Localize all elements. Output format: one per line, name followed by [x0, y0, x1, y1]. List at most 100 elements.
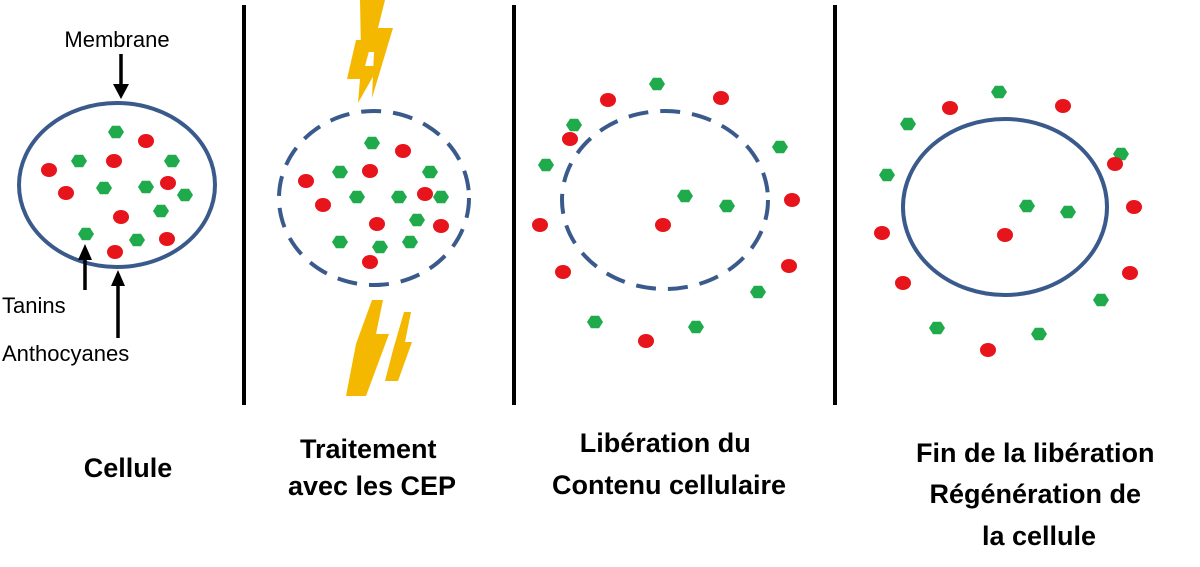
anthocyanin-molecule: [895, 276, 911, 290]
anthocyanin-arrow: [111, 270, 125, 338]
caption-treatment-line-1: Traitement: [300, 434, 437, 464]
caption-release: Libération du Contenu cellulaire: [552, 428, 786, 500]
anthocyanin-molecule: [298, 174, 314, 188]
tannin-molecule: [991, 85, 1007, 99]
tannin-molecule: [364, 136, 380, 150]
tannin-molecule: [138, 180, 154, 194]
lightning-bolt-icon: [360, 0, 393, 98]
lightning-bolts-bottom: [346, 300, 412, 396]
cell-membrane-dashed: [277, 109, 471, 287]
caption-release-line-1: Libération du: [580, 428, 751, 458]
anthocyanin-molecule: [1055, 99, 1071, 113]
anthocyanin-molecule: [1122, 266, 1138, 280]
anthocyanin-molecule: [107, 245, 123, 259]
anthocyanin-molecule: [638, 334, 654, 348]
anthocyanin-molecule: [58, 186, 74, 200]
tannin-molecule: [349, 190, 365, 204]
tannin-molecule: [332, 235, 348, 249]
tannin-molecule: [688, 320, 704, 334]
tannin-arrow: [78, 244, 92, 290]
anthocyanin-molecule: [138, 134, 154, 148]
tannin-molecule: [566, 118, 582, 132]
anthocyanin-molecule: [562, 132, 578, 146]
lightning-bolt-icon: [346, 300, 389, 396]
tannin-molecule: [422, 165, 438, 179]
anthocyanin-molecule: [160, 176, 176, 190]
caption-regeneration-line-3: la cellule: [982, 521, 1096, 551]
caption-regeneration-line-2: Régénération de: [929, 479, 1141, 509]
tannin-molecule: [750, 285, 766, 299]
tannins-label: Tanins: [2, 293, 66, 318]
lightning-bolt-icon: [347, 40, 379, 103]
treatment-molecules: [298, 136, 449, 269]
panel-dividers: [242, 5, 837, 405]
anthocyanin-molecule: [106, 154, 122, 168]
tannin-molecule: [879, 168, 895, 182]
caption-release-line-2: Contenu cellulaire: [552, 470, 786, 500]
tannin-molecule: [433, 190, 449, 204]
panel-regeneration: Fin de la libération Régénération de la …: [874, 85, 1162, 551]
anthocyanin-molecule: [417, 187, 433, 201]
anthocyanin-molecule: [113, 210, 129, 224]
tannin-molecule: [372, 240, 388, 254]
tannin-molecule: [409, 213, 425, 227]
anthocyanin-molecule: [369, 217, 385, 231]
anthocyanin-molecule: [784, 193, 800, 207]
release-molecules: [532, 77, 800, 348]
tannin-molecule: [108, 125, 124, 139]
anthocyanin-molecule: [1126, 200, 1142, 214]
cell-membrane-dashed: [560, 109, 770, 291]
caption-cell-line-1: Cellule: [84, 453, 173, 483]
cell-molecules: [41, 125, 193, 259]
membrane-arrow: [113, 54, 129, 99]
tannin-molecule: [1113, 147, 1129, 161]
lightning-bolt-icon: [385, 312, 412, 381]
caption-regeneration-line-1: Fin de la libération: [916, 438, 1155, 468]
cell-membrane: [17, 101, 217, 269]
tannin-molecule: [1060, 205, 1076, 219]
tannin-molecule: [78, 227, 94, 241]
anthocyanin-molecule: [1107, 157, 1123, 171]
anthocyanin-molecule: [781, 259, 797, 273]
tannin-molecule: [332, 165, 348, 179]
anthocyanin-molecule: [362, 255, 378, 269]
tannin-molecule: [164, 154, 180, 168]
caption-treatment-line-2: avec les CEP: [288, 471, 456, 501]
lightning-bolts-top: [347, 0, 393, 103]
anthocyanin-molecule: [997, 228, 1013, 242]
tannin-molecule: [929, 321, 945, 335]
tannin-molecule: [900, 117, 916, 131]
caption-treatment: Traitement avec les CEP: [288, 434, 456, 501]
tannin-molecule: [402, 235, 418, 249]
tannin-molecule: [391, 190, 407, 204]
panel-cell: Membrane Tanins Anthocyanes Cellule: [2, 27, 217, 483]
regeneration-molecules: [874, 85, 1142, 357]
tannin-molecule: [129, 233, 145, 247]
anthocyanin-molecule: [942, 101, 958, 115]
tannin-molecule: [153, 204, 169, 218]
anthocyanin-molecule: [433, 219, 449, 233]
anthocyanin-molecule: [980, 343, 996, 357]
membrane-label: Membrane: [64, 27, 169, 52]
anthocyanin-molecule: [41, 163, 57, 177]
tannin-molecule: [677, 189, 693, 203]
tannin-molecule: [71, 154, 87, 168]
anthocyanin-molecule: [159, 232, 175, 246]
caption-cell: Cellule: [84, 453, 173, 483]
tannin-molecule: [96, 181, 112, 195]
tannin-molecule: [1019, 199, 1035, 213]
anthocyanin-molecule: [655, 218, 671, 232]
tannin-molecule: [1093, 293, 1109, 307]
anthocyanin-molecule: [395, 144, 411, 158]
anthocyanin-molecule: [362, 164, 378, 178]
caption-regeneration: Fin de la libération Régénération de la …: [916, 438, 1162, 551]
anthocyanin-molecule: [874, 226, 890, 240]
anthocyanin-molecule: [555, 265, 571, 279]
panel-treatment: Traitement avec les CEP: [277, 0, 471, 501]
tannin-molecule: [719, 199, 735, 213]
anthocyanin-molecule: [713, 91, 729, 105]
tannin-molecule: [649, 77, 665, 91]
tannin-molecule: [772, 140, 788, 154]
panel-release: Libération du Contenu cellulaire: [532, 77, 800, 500]
